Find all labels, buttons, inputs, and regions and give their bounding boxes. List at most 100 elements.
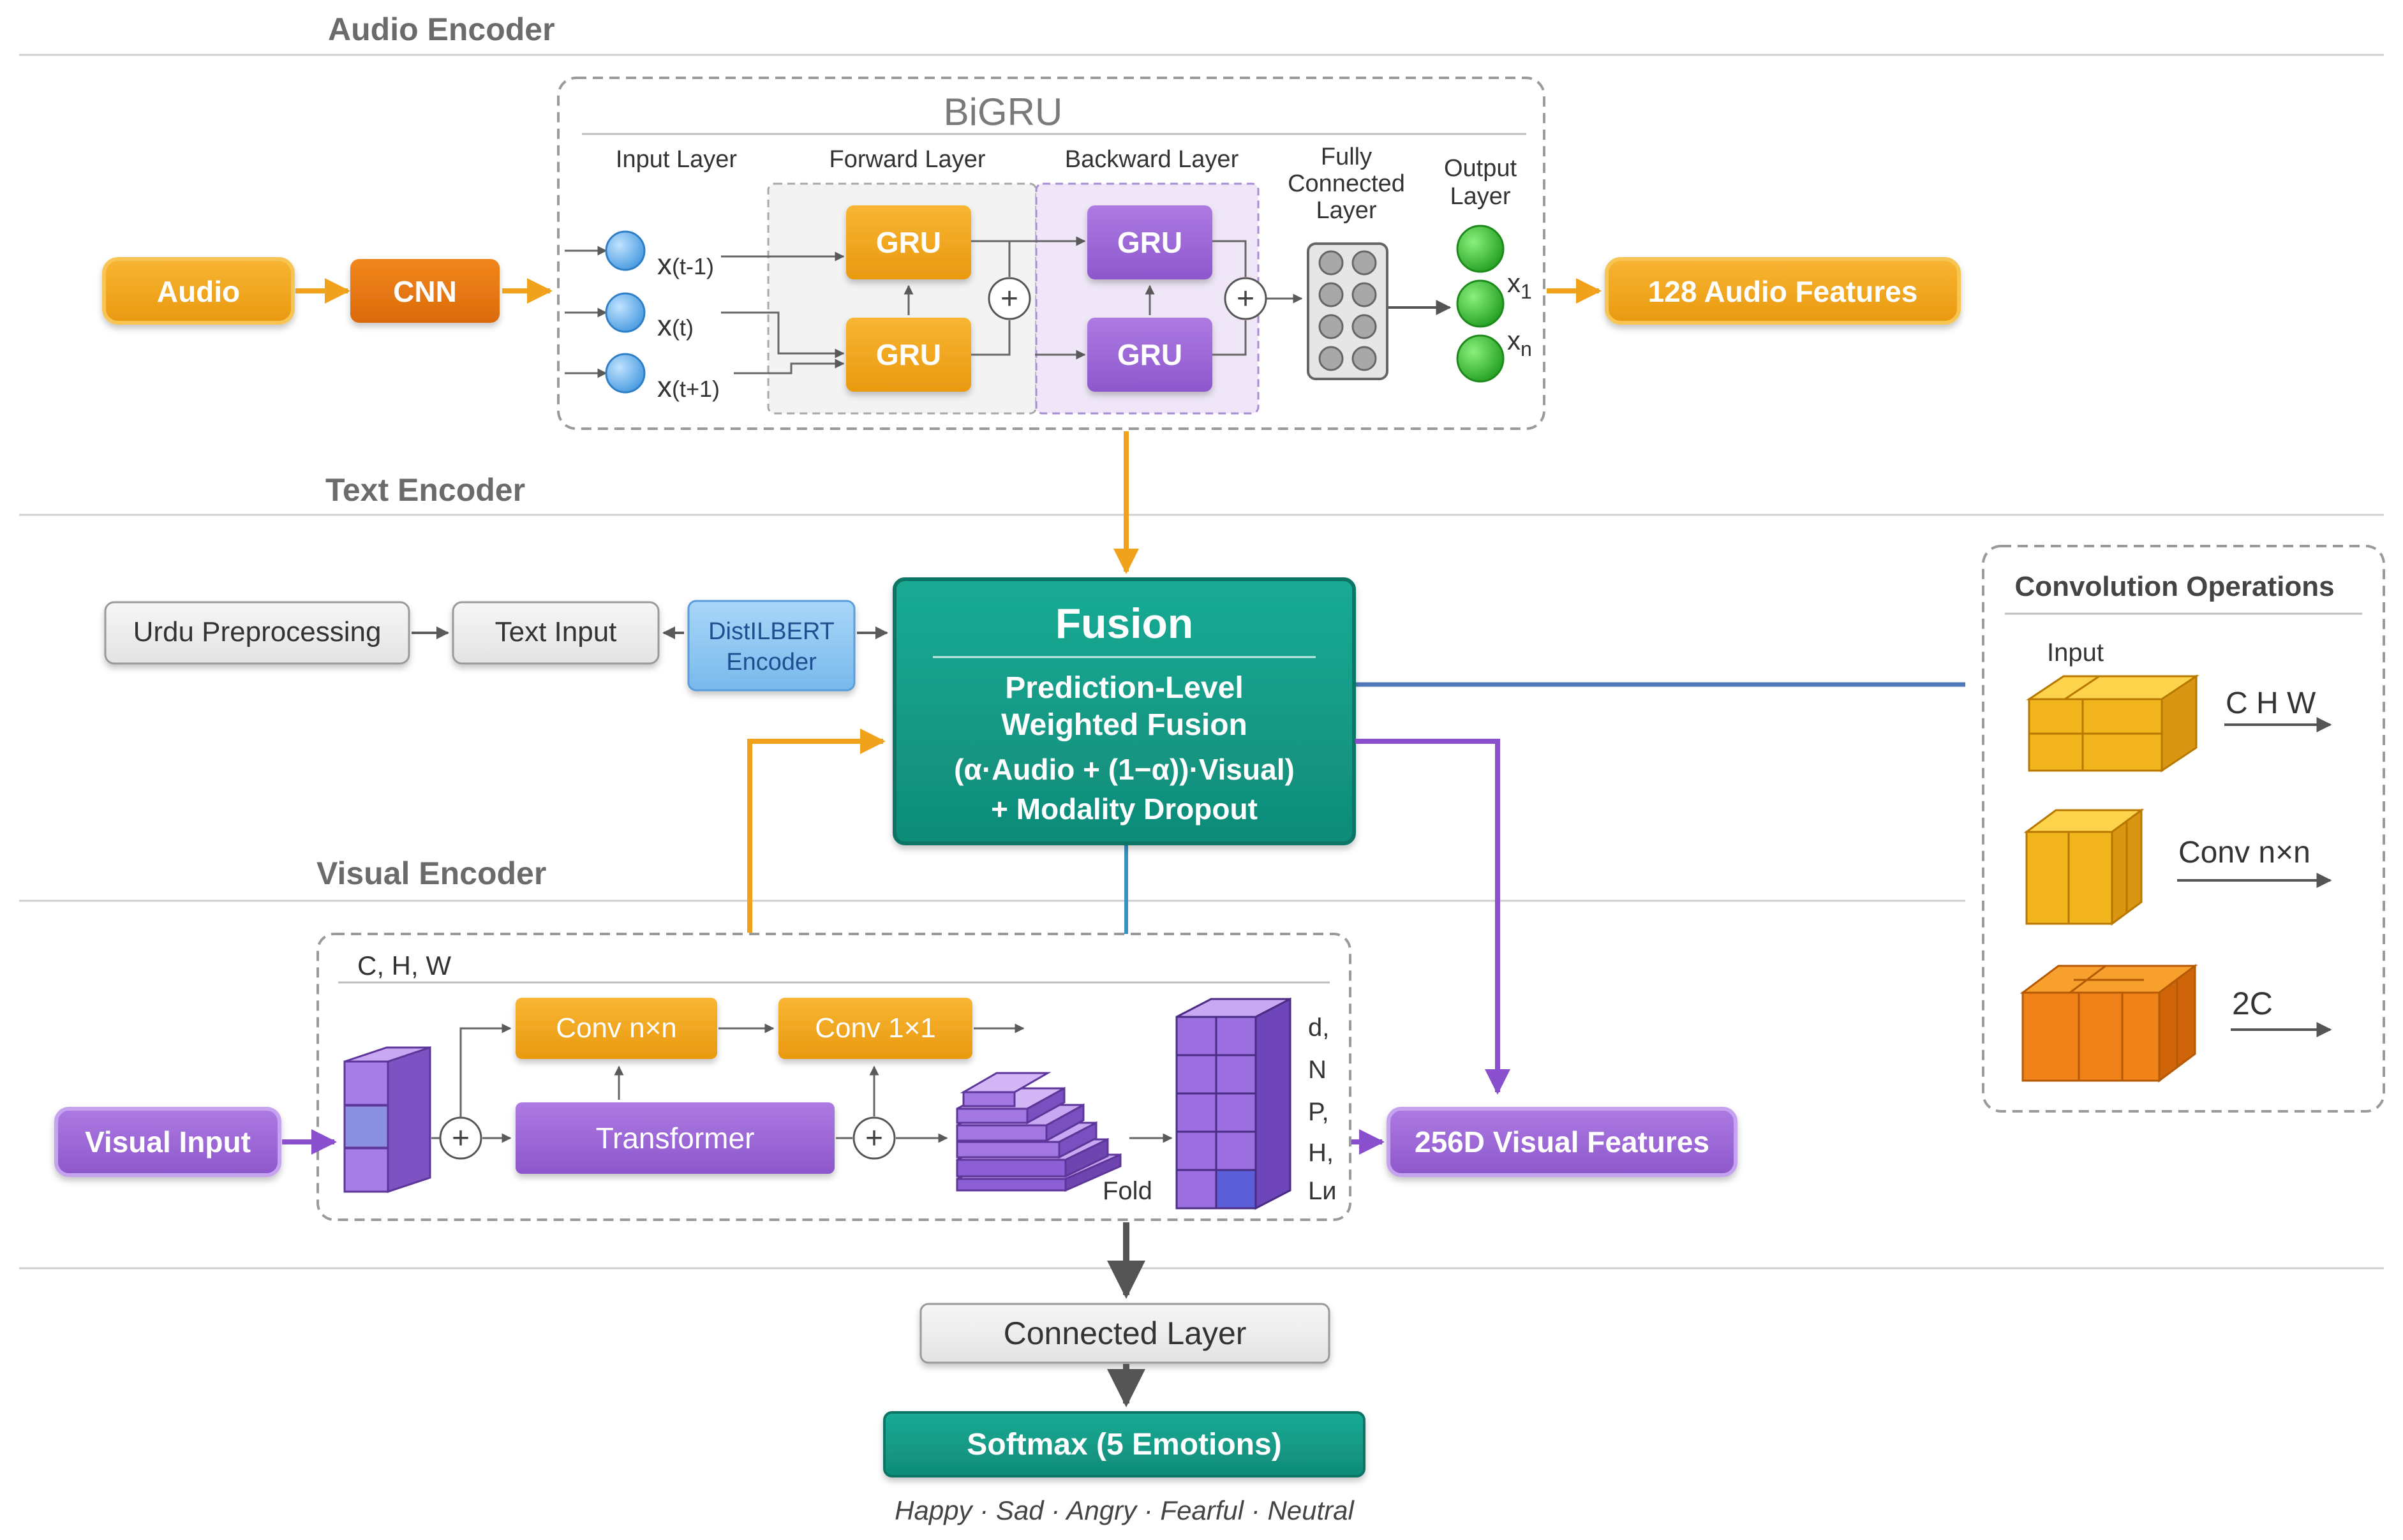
connected-layer-label: Connected Layer [1004, 1315, 1247, 1351]
dim-label-p: P, [1308, 1098, 1329, 1126]
visual-plus-sign-2: + [865, 1122, 883, 1155]
conv-nxn-cube-icon [2023, 808, 2145, 926]
x-t-plus-1-label: x(t+1) [657, 370, 720, 403]
visual-tensor-icon [343, 1046, 431, 1194]
fusion-title: Fusion [1055, 600, 1193, 647]
visual-conv-nxn-label: Conv n×n [556, 1012, 677, 1044]
col-output-line1: Output [1444, 155, 1517, 182]
output-node-3 [1456, 334, 1505, 383]
input-node-t [605, 292, 646, 333]
cnn-box [350, 259, 500, 323]
conv-2c-label: 2C [2232, 986, 2273, 1021]
fusion-line2: Weighted Fusion [1001, 708, 1247, 742]
section-audio-encoder: Audio Encoder [328, 11, 555, 47]
transformer-box [516, 1102, 835, 1174]
visual-conv-1x1-box [778, 998, 972, 1059]
input-nodes [565, 246, 607, 378]
output-node-2 [1456, 279, 1505, 328]
visual-chw-label: C, H, W [357, 951, 451, 981]
backward-plus-icon [1224, 277, 1267, 320]
folded-tensor-icon [1175, 997, 1291, 1210]
conv-ops-title: Convolution Operations [2014, 571, 2334, 602]
input-to-forward-links [721, 251, 845, 374]
fully-connected-block [1307, 242, 1388, 380]
fusion-box [893, 577, 1356, 845]
conv-input-cuboid-icon [2026, 674, 2199, 773]
distilbert-line2: Encoder [726, 649, 817, 676]
conv-chw-label: C H W [2226, 686, 2316, 720]
text-input-label: Text Input [495, 616, 617, 648]
backward-gru-top-label: GRU [1117, 226, 1182, 259]
transformer-label: Transformer [596, 1122, 755, 1155]
softmax-box [883, 1411, 1365, 1477]
audio-features-label: 128 Audio Features [1648, 275, 1918, 308]
fold-label: Fold [1103, 1177, 1152, 1205]
bigru-title: BiGRU [944, 91, 1063, 133]
forward-gru-top [846, 205, 971, 279]
forward-plus-icon [988, 277, 1031, 320]
col-fc-line2: Connected [1288, 170, 1405, 197]
visual-conv-nxn-box [516, 998, 717, 1059]
col-output-line2: Layer [1450, 183, 1510, 210]
conv-nxn-label: Conv n×n [2178, 836, 2310, 870]
arrow-fusion-visual-features [1355, 739, 1510, 1095]
visual-plus-sign-1: + [452, 1122, 470, 1155]
connected-layer-box [919, 1303, 1330, 1364]
visual-features-box [1387, 1107, 1737, 1177]
col-forward-layer: Forward Layer [830, 146, 986, 173]
dim-label-n: N [1308, 1056, 1327, 1084]
visual-input-box [54, 1107, 281, 1177]
conv-2c-cuboid-icon [2020, 964, 2198, 1083]
forward-gru-bottom [846, 318, 971, 392]
dim-label-h: H, [1308, 1139, 1334, 1167]
input-node-t-plus-1 [605, 353, 646, 394]
audio-features-box [1605, 257, 1961, 325]
section-visual-encoder: Visual Encoder [316, 855, 546, 891]
forward-plus-sign: + [1001, 282, 1018, 316]
cnn-label: CNN [393, 275, 457, 308]
backward-gru-bottom-label: GRU [1117, 338, 1182, 371]
dim-label-l: Lᴎ [1308, 1177, 1337, 1205]
section-text-encoder: Text Encoder [325, 472, 525, 508]
text-input-box [452, 601, 660, 665]
audio-input-label: Audio [157, 275, 240, 308]
backward-gru-top [1087, 205, 1212, 279]
forward-gru-top-label: GRU [876, 226, 941, 259]
urdu-preprocessing-box [104, 601, 410, 665]
softmax-label: Softmax (5 Emotions) [967, 1428, 1281, 1462]
col-fc-line3: Layer [1316, 197, 1376, 224]
forward-plus-junction [971, 236, 1086, 360]
visual-input-label: Visual Input [85, 1125, 251, 1159]
distilbert-box [687, 600, 856, 692]
x-t-label: x(t) [657, 309, 694, 342]
visual-plus-to-convnxn [459, 1023, 512, 1118]
conv-ops-input-label: Input [2047, 639, 2104, 667]
fc-neurons [1318, 250, 1377, 371]
col-fc-line1: Fully [1321, 144, 1372, 170]
col-backward-layer: Backward Layer [1065, 146, 1239, 173]
x-t-minus-1-label: x(t-1) [657, 248, 714, 281]
fusion-line3: (α·Audio + (1−α))·Visual) [954, 753, 1295, 786]
distilbert-line1: DistILBERT [708, 618, 835, 645]
section-lines [19, 54, 2384, 1270]
visual-conv-1x1-label: Conv 1×1 [815, 1012, 936, 1044]
output-node-1 [1456, 225, 1505, 273]
input-node-t-minus-1 [605, 230, 646, 271]
visual-features-label: 256D Visual Features [1415, 1125, 1709, 1159]
col-input-layer: Input Layer [616, 146, 737, 173]
emotions-label: Happy · Sad · Angry · Fearful · Neutral [895, 1495, 1355, 1525]
output-x1-label: x1 [1507, 268, 1532, 303]
backward-plus-sign: + [1237, 282, 1254, 316]
audio-input-box [102, 257, 295, 325]
backward-gru-bottom [1087, 318, 1212, 392]
fusion-line1: Prediction-Level [1005, 671, 1243, 705]
patch-stack-icon [956, 1072, 1122, 1192]
urdu-preprocessing-label: Urdu Preprocessing [133, 616, 382, 648]
fusion-line4: + Modality Dropout [991, 792, 1258, 826]
output-xn-label: xn [1507, 325, 1532, 360]
dim-label-d: d, [1308, 1014, 1329, 1042]
forward-gru-bottom-label: GRU [876, 338, 941, 371]
arrow-visual-orange-fusion [747, 729, 886, 933]
backward-plus-junction [1212, 240, 1303, 356]
